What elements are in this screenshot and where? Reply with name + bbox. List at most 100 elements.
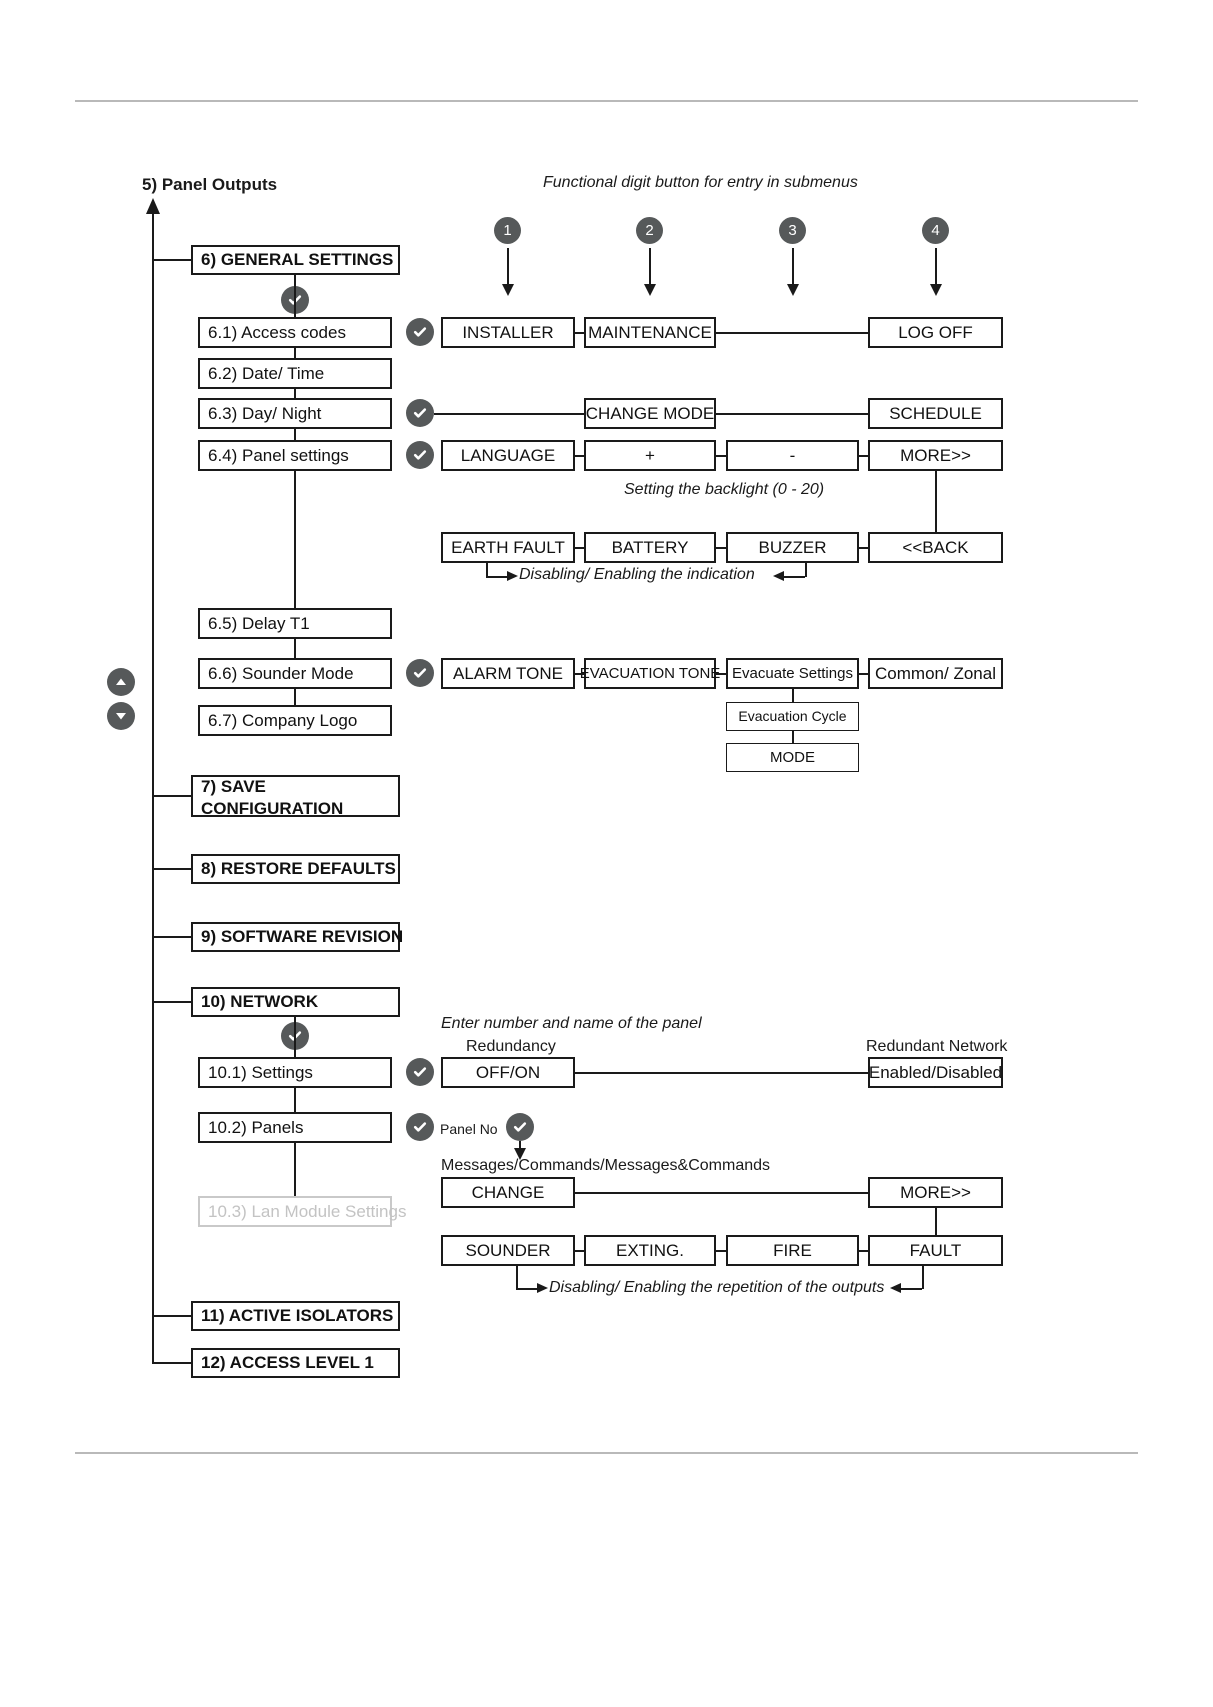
- option-alarm-tone[interactable]: ALARM TONE: [441, 658, 575, 689]
- footer-rule: [75, 1452, 1138, 1454]
- backlight-note: Setting the backlight (0 - 20): [624, 481, 825, 498]
- option-more-panel-settings[interactable]: MORE>>: [868, 440, 1003, 471]
- digit-button-4[interactable]: 4: [922, 217, 949, 244]
- digit-1-arrow-shaft: [507, 248, 509, 292]
- option-evacuate-settings[interactable]: Evacuate Settings: [726, 658, 859, 689]
- link-62-63: [294, 389, 296, 398]
- header-rule: [75, 100, 1138, 102]
- conn-changemode-schedule: [716, 413, 868, 415]
- option-buzzer[interactable]: BUZZER: [726, 532, 859, 563]
- scroll-up-icon[interactable]: [107, 668, 135, 696]
- scroll-down-icon[interactable]: [107, 702, 135, 730]
- repetition-note: Disabling/ Enabling the repetition of th…: [549, 1279, 885, 1296]
- option-language[interactable]: LANGUAGE: [441, 440, 575, 471]
- link-net-to-101: [294, 1017, 296, 1057]
- submenu-sounder-mode[interactable]: 6.6) Sounder Mode: [198, 658, 392, 689]
- option-sounder[interactable]: SOUNDER: [441, 1235, 575, 1266]
- enter-check-icon-panel-settings[interactable]: [406, 441, 434, 469]
- conn-maintenance-logoff: [716, 332, 868, 334]
- option-common-zonal[interactable]: Common/ Zonal: [868, 658, 1003, 689]
- stub-restore-defaults: [152, 868, 192, 870]
- submenu-network-panels[interactable]: 10.2) Panels: [198, 1112, 392, 1143]
- menu-item-software-revision[interactable]: 9) SOFTWARE REVISION: [191, 922, 403, 952]
- submenu-network-settings[interactable]: 10.1) Settings: [198, 1057, 392, 1088]
- submenu-company-logo[interactable]: 6.7) Company Logo: [198, 705, 392, 736]
- conn-buzzer-back: [859, 547, 868, 549]
- option-evacuation-tone[interactable]: EVACUATION TONE: [580, 658, 720, 689]
- option-maintenance[interactable]: MAINTENANCE: [584, 317, 716, 348]
- menu-item-active-isolators[interactable]: 11) ACTIVE ISOLATORS: [191, 1301, 400, 1331]
- conn-exting-fire: [716, 1250, 726, 1252]
- link-gs-to-61: [294, 275, 296, 317]
- submenu-date-time[interactable]: 6.2) Date/ Time: [198, 358, 392, 389]
- conn-language-plus: [575, 455, 584, 457]
- conn-more-fault: [935, 1208, 937, 1235]
- digit-2-arrow-shaft: [649, 248, 651, 292]
- repetition-right-arm: [898, 1288, 922, 1290]
- submenu-panel-settings[interactable]: 6.4) Panel settings: [198, 440, 392, 471]
- option-backlight-minus[interactable]: -: [726, 440, 859, 471]
- menu-item-network[interactable]: 10) NETWORK: [191, 987, 400, 1017]
- option-schedule[interactable]: SCHEDULE: [868, 398, 1003, 429]
- submenu-day-night[interactable]: 6.3) Day/ Night: [198, 398, 392, 429]
- save-config-line2: CONFIGURATION: [201, 798, 344, 818]
- menu-item-save-configuration[interactable]: 7) SAVE CONFIGURATION: [191, 775, 400, 818]
- stub-active-isolators: [152, 1315, 192, 1317]
- link-63-64: [294, 429, 296, 440]
- option-log-off[interactable]: LOG OFF: [868, 317, 1003, 348]
- conn-evacsettings-commonzonal: [859, 673, 868, 675]
- option-back[interactable]: <<BACK: [868, 532, 1003, 563]
- menu-item-access-level-1[interactable]: 12) ACCESS LEVEL 1: [191, 1348, 400, 1378]
- save-config-line1: 7) SAVE: [201, 777, 266, 797]
- panel-outputs-label: 5) Panel Outputs: [142, 175, 278, 194]
- indication-right-drop: [805, 563, 807, 577]
- functional-digit-note: Functional digit button for entry in sub…: [543, 174, 858, 191]
- option-backlight-plus[interactable]: +: [584, 440, 716, 471]
- digit-button-1[interactable]: 1: [494, 217, 521, 244]
- indication-right-arm: [781, 576, 805, 578]
- enter-check-icon-panel-no[interactable]: [506, 1113, 534, 1141]
- enter-check-icon-network-panels[interactable]: [406, 1113, 434, 1141]
- repetition-left-drop: [516, 1266, 518, 1289]
- stub-software-revision: [152, 936, 192, 938]
- conn-evactone-evacsettings: [716, 673, 726, 675]
- repetition-left-arm: [516, 1288, 540, 1290]
- option-change[interactable]: CHANGE: [441, 1177, 575, 1208]
- submenu-lan-module-settings[interactable]: 10.3) Lan Module Settings: [198, 1196, 406, 1227]
- option-battery[interactable]: BATTERY: [584, 532, 716, 563]
- enter-check-icon-access-codes[interactable]: [406, 318, 434, 346]
- digit-button-3[interactable]: 3: [779, 217, 806, 244]
- spine-line: [152, 208, 154, 1363]
- option-redundancy-off-on[interactable]: OFF/ON: [441, 1057, 575, 1088]
- option-evacuation-cycle[interactable]: Evacuation Cycle: [726, 702, 859, 731]
- conn-plus-minus: [716, 455, 726, 457]
- stub-access-level-1: [152, 1362, 192, 1364]
- messages-commands-note: Messages/Commands/Messages&Commands: [441, 1157, 771, 1174]
- menu-item-restore-defaults[interactable]: 8) RESTORE DEFAULTS: [191, 854, 400, 884]
- stub-save-configuration: [152, 795, 192, 797]
- link-101-102: [294, 1088, 296, 1112]
- option-earth-fault[interactable]: EARTH FAULT: [441, 532, 575, 563]
- link-66-67: [294, 689, 296, 705]
- menu-item-general-settings[interactable]: 6) GENERAL SETTINGS: [191, 245, 400, 275]
- stub-network: [152, 1001, 192, 1003]
- conn-installer-maintenance: [575, 332, 584, 334]
- digit-button-2[interactable]: 2: [636, 217, 663, 244]
- enter-check-icon-day-night[interactable]: [406, 399, 434, 427]
- panel-no-label: Panel No: [440, 1121, 498, 1137]
- redundancy-label: Redundancy: [466, 1038, 556, 1055]
- option-exting[interactable]: EXTING.: [584, 1235, 716, 1266]
- option-fire[interactable]: FIRE: [726, 1235, 859, 1266]
- option-change-mode[interactable]: CHANGE MODE: [584, 398, 716, 429]
- option-installer[interactable]: INSTALLER: [441, 317, 575, 348]
- indication-note: Disabling/ Enabling the indication: [519, 566, 755, 583]
- option-fault[interactable]: FAULT: [868, 1235, 1003, 1266]
- enter-check-icon-network-settings[interactable]: [406, 1058, 434, 1086]
- submenu-delay-t1[interactable]: 6.5) Delay T1: [198, 608, 392, 639]
- option-more-panels[interactable]: MORE>>: [868, 1177, 1003, 1208]
- submenu-access-codes[interactable]: 6.1) Access codes: [198, 317, 392, 348]
- conn-cycle-mode: [792, 731, 794, 743]
- option-redundant-enabled-disabled[interactable]: Enabled/Disabled: [868, 1057, 1003, 1088]
- option-evacuation-mode[interactable]: MODE: [726, 743, 859, 772]
- enter-check-icon-sounder-mode[interactable]: [406, 659, 434, 687]
